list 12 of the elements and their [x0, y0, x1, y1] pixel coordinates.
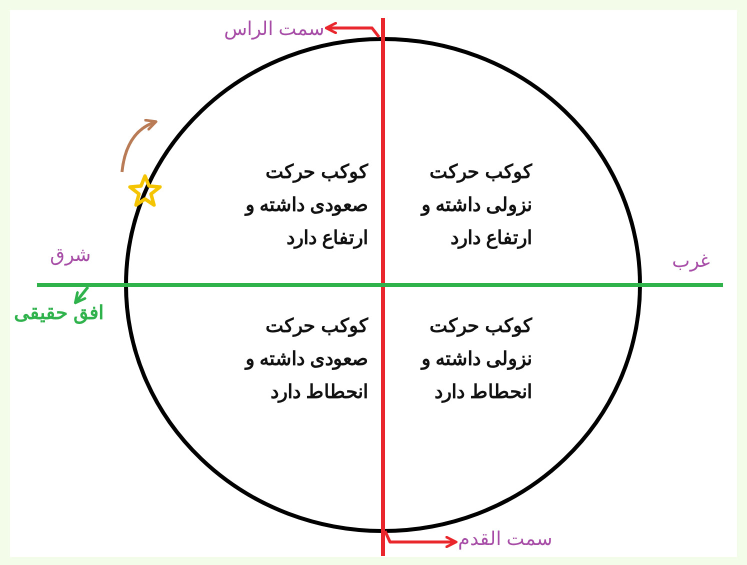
horizon-label: افق حقیقی: [14, 304, 104, 323]
leader-arrow: [324, 22, 380, 38]
quadrant-text: کوکب حرکت صعودی داشته و ارتفاع دارد: [243, 161, 368, 251]
nadir-label: سمت القدم: [458, 530, 552, 549]
quadrant-text: کوکب حرکت نزولی داشته و انحطاط دارد: [419, 315, 532, 405]
leader-arrow: [384, 530, 458, 548]
leader-arrow: [74, 286, 90, 304]
zenith-label: سمت الراس: [224, 20, 324, 39]
east-label: شرق: [50, 246, 91, 265]
west-label: غرب: [672, 252, 710, 271]
quadrant-text: کوکب حرکت صعودی داشته و انحطاط دارد: [243, 315, 368, 405]
quadrant-text: کوکب حرکت نزولی داشته و ارتفاع دارد: [419, 161, 532, 251]
